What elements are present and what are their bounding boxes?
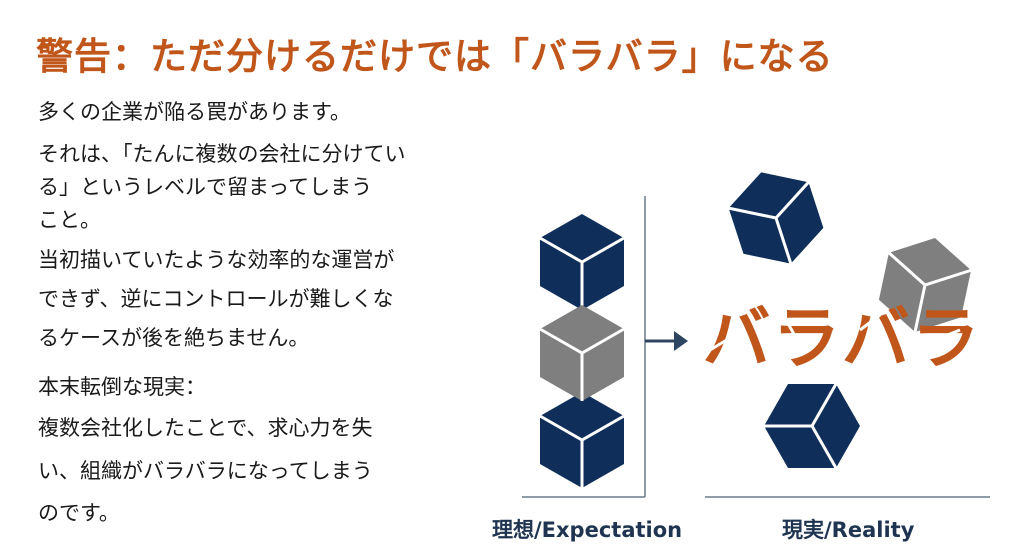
body-line: 複数会社化したことで、求心力を失 bbox=[38, 416, 373, 440]
body-line: い、組織がバラバラになってしまう bbox=[38, 459, 373, 483]
cube-icon bbox=[538, 390, 626, 490]
crack-marks bbox=[709, 313, 961, 352]
slide-title: 警告：ただ分けるだけでは「バラバラ」になる bbox=[36, 35, 834, 78]
body-line: 本末転倒な現実： bbox=[38, 375, 206, 399]
arrow-right-icon bbox=[645, 331, 688, 351]
expectation-label: 理想/Expectation bbox=[492, 518, 683, 542]
reality-label: 現実/Reality bbox=[782, 518, 915, 542]
body-line: 多くの企業が陥る罠があります。 bbox=[38, 100, 351, 124]
body-line: 当初描いていたような効率的な運営が bbox=[38, 248, 395, 272]
body-line: る」というレベルで留まってしまう bbox=[38, 175, 373, 199]
cube-icon bbox=[762, 382, 862, 470]
cube-icon bbox=[538, 303, 626, 403]
body-line: できず、逆にコントロールが難しくな bbox=[38, 287, 394, 311]
body-line: こと。 bbox=[38, 208, 101, 232]
body-line: のです。 bbox=[38, 501, 120, 525]
reality-word: バラバラ bbox=[702, 300, 981, 379]
body-line: るケースが後を絶ちません。 bbox=[38, 326, 310, 350]
cube-icon bbox=[719, 157, 833, 279]
cube-icon bbox=[538, 212, 626, 312]
body-line: それは、「たんに複数の会社に分けてい bbox=[38, 142, 406, 166]
